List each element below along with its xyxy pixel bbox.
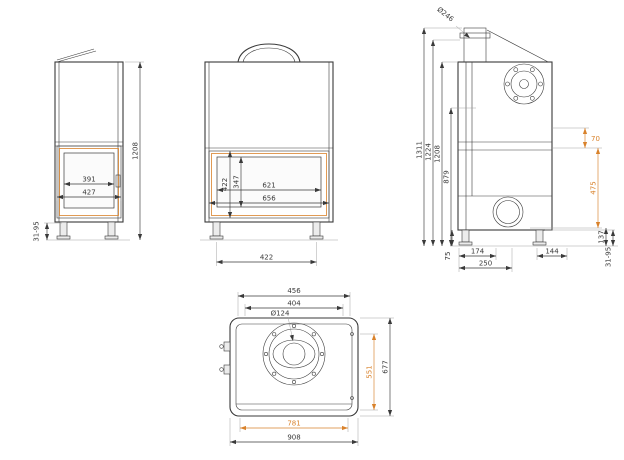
- dim-label-677: 677: [382, 360, 390, 373]
- view-front-middle: [200, 43, 338, 241]
- door-frame: [56, 145, 122, 219]
- dim-label-656: 656: [262, 195, 276, 203]
- hinge-pin: [350, 332, 354, 336]
- foot-pad: [458, 241, 473, 246]
- foot: [107, 221, 116, 237]
- bolt: [311, 371, 316, 376]
- dim-label-391: 391: [82, 176, 95, 184]
- door-glass: [216, 156, 322, 208]
- fan-housing-inner: [510, 70, 538, 98]
- foot-pad: [309, 235, 324, 240]
- bolt: [291, 379, 296, 384]
- foot: [312, 221, 321, 237]
- bolt: [263, 351, 268, 356]
- view-top: [219, 317, 359, 417]
- dim-label-347: 347: [233, 175, 241, 188]
- bolt: [513, 67, 519, 72]
- dim-label-flue-diameter: Ø246: [435, 5, 455, 23]
- bolt: [291, 323, 296, 328]
- opening-oval: [272, 339, 316, 369]
- dim-label-foot-adjust-front: 31-95: [33, 221, 41, 241]
- dim-label-1208-side: 1208: [434, 145, 442, 163]
- dim-label-404: 404: [287, 299, 301, 307]
- bolt: [513, 96, 519, 101]
- flue-collar: [459, 32, 491, 39]
- dome-circle: [268, 328, 320, 380]
- dim-label-781: 781: [287, 420, 300, 428]
- view-front-left-dimensions: 391 427 1208 31-95: [33, 61, 144, 242]
- foot: [461, 229, 470, 243]
- view-top-dimensions: 456 404 Ø124 551 677 781 908: [229, 287, 394, 446]
- latch-pin: [219, 367, 224, 372]
- open-lid-line: [56, 50, 97, 63]
- dim-label-174: 174: [471, 248, 485, 256]
- dim-label-427: 427: [82, 189, 95, 197]
- door-frame: [208, 150, 330, 219]
- latch-pin: [219, 344, 224, 349]
- air-inlet-inner: [496, 200, 520, 224]
- dim-label-475: 475: [590, 181, 598, 194]
- dim-label-137: 137: [598, 230, 606, 243]
- view-side: [450, 27, 618, 247]
- foot: [212, 221, 221, 237]
- bolt: [505, 81, 510, 87]
- dim-label-1311: 1311: [416, 141, 424, 159]
- dim-label-551: 551: [366, 365, 374, 378]
- dome-flange: [262, 322, 326, 386]
- dim-label-621: 621: [262, 182, 275, 190]
- bolt: [529, 96, 535, 101]
- dim-label-250: 250: [479, 260, 492, 268]
- foot-pad: [532, 241, 547, 246]
- bolt: [311, 332, 316, 337]
- leader-line: [287, 316, 294, 342]
- dome-rim: [242, 47, 296, 63]
- foot-pad: [56, 235, 71, 240]
- body-outline: [229, 317, 359, 417]
- hinge-pin: [350, 396, 354, 400]
- fan-hub: [519, 79, 529, 89]
- dim-label-1208-front: 1208: [132, 142, 140, 160]
- dim-label-422-door-height: 422: [221, 178, 229, 191]
- foot: [59, 221, 68, 237]
- foot-pad: [104, 235, 119, 240]
- flue-hole: [282, 342, 306, 366]
- dim-label-75: 75: [444, 252, 452, 261]
- view-front-middle-dimensions: 422 347 621 656 422: [209, 151, 329, 266]
- foot: [535, 229, 544, 243]
- dim-label-908: 908: [287, 433, 300, 441]
- bolt: [272, 332, 277, 337]
- door-accent-frame: [211, 153, 327, 216]
- fan-housing: [503, 63, 545, 105]
- bolt: [272, 371, 277, 376]
- bolt: [319, 351, 324, 356]
- bolt: [529, 67, 535, 72]
- latch: [223, 341, 231, 352]
- dim-label-flue-hole: Ø124: [271, 310, 290, 318]
- dim-label-456: 456: [287, 287, 301, 295]
- foot-pad: [209, 235, 224, 240]
- dome: [237, 43, 301, 63]
- dim-label-foot-adjust-side: 31-95: [605, 247, 613, 267]
- door-accent-frame: [59, 148, 119, 216]
- latch: [223, 364, 231, 375]
- air-inlet: [492, 196, 524, 228]
- view-front-left: [46, 48, 130, 241]
- hood-edge: [486, 29, 553, 65]
- bolt: [538, 81, 543, 87]
- dim-label-70: 70: [591, 135, 600, 143]
- open-lid-line: [56, 48, 95, 61]
- dim-label-879: 879: [443, 170, 451, 183]
- dim-label-144: 144: [545, 248, 559, 256]
- dim-label-1224: 1224: [425, 143, 433, 161]
- dim-label-422-foot-span: 422: [260, 254, 273, 262]
- door-handle: [115, 174, 121, 188]
